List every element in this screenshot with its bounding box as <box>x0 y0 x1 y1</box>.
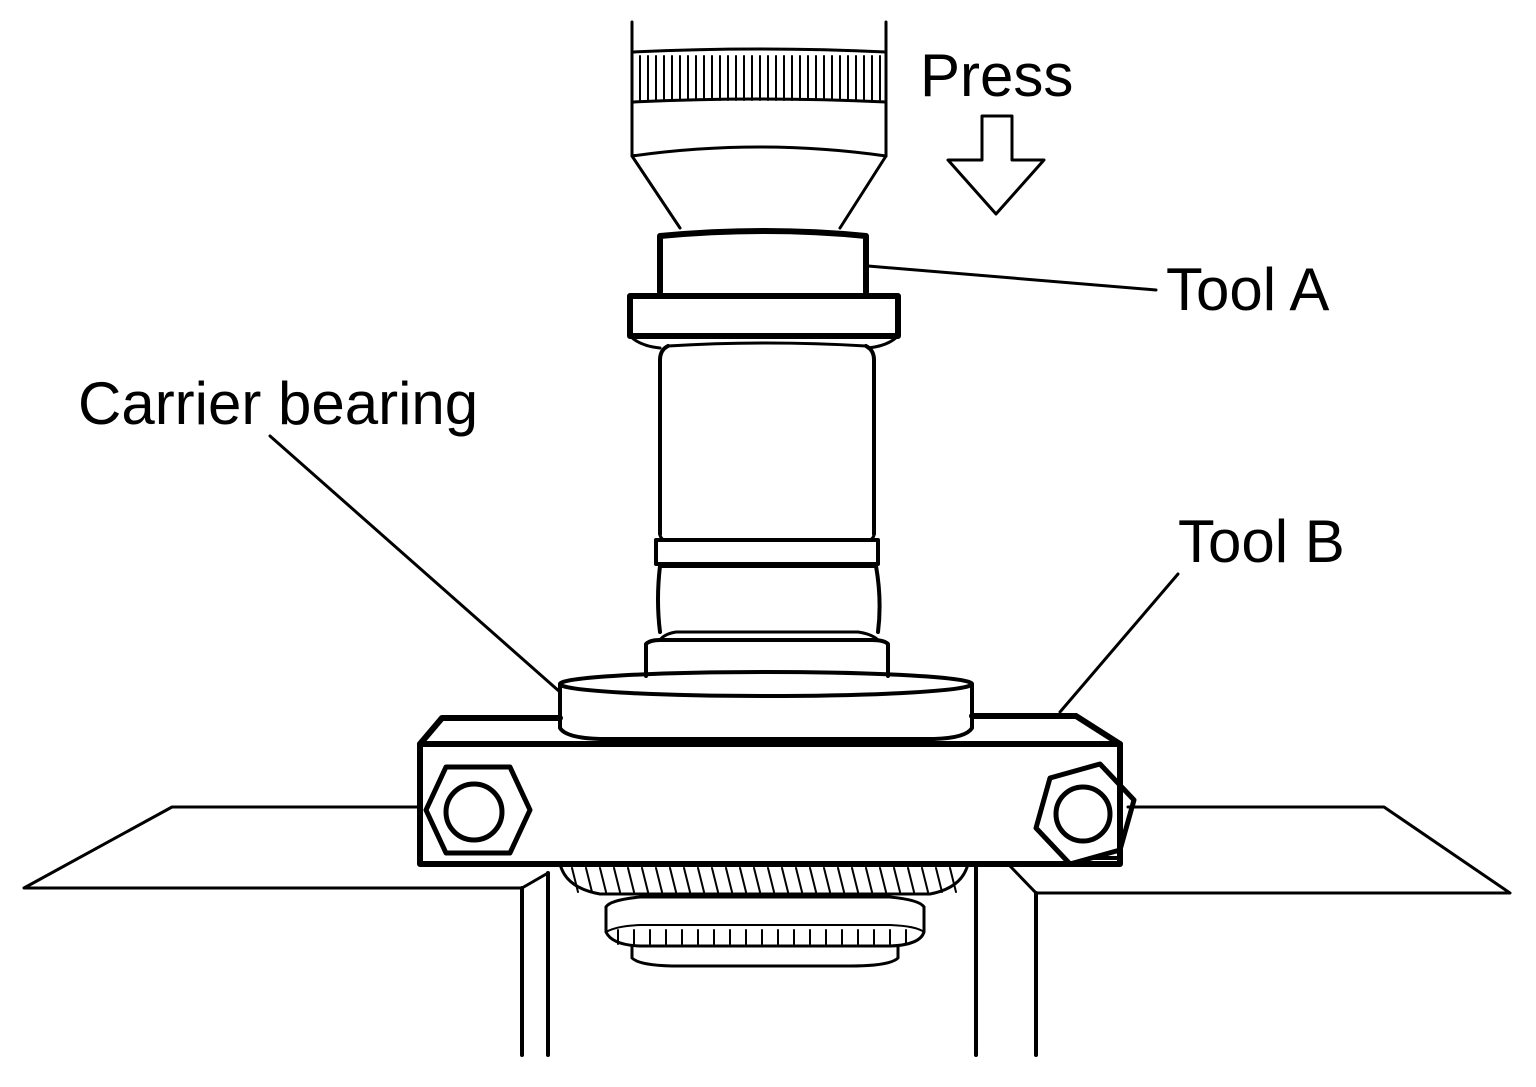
gear-tooth-line <box>921 867 929 893</box>
gear-tooth-line <box>837 867 845 893</box>
tool-a-label: Tool A <box>1166 256 1329 323</box>
gear-tooth-line <box>725 867 733 893</box>
tool-b-label: Tool B <box>1178 508 1345 575</box>
press-ram <box>630 20 888 230</box>
gear-tooth-line <box>949 867 957 893</box>
tool-b-leader <box>1058 572 1180 714</box>
tool-a <box>627 228 901 678</box>
gear-tooth-line <box>613 867 621 893</box>
gear-tooth-line <box>669 867 677 893</box>
gear-tooth-line <box>907 867 915 893</box>
gear-tooth-line <box>655 867 663 893</box>
gear-tooth-line <box>893 867 901 893</box>
left-bolt <box>423 764 533 856</box>
ring-gear <box>558 862 970 896</box>
gear-tooth-line <box>641 867 649 893</box>
gear-tooth-line <box>599 867 607 893</box>
gear-tooth-line <box>809 867 817 893</box>
press-label: Press <box>920 42 1073 109</box>
gear-tooth-line <box>585 867 593 893</box>
gear-tooth-line <box>781 867 789 893</box>
right-bolt <box>1033 761 1137 867</box>
tool-b <box>417 713 1137 867</box>
gear-tooth-line <box>711 867 719 893</box>
gear-tooth-line <box>739 867 747 893</box>
gear-tooth-line <box>683 867 691 893</box>
carrier-bearing-label: Carrier bearing <box>78 370 478 437</box>
tool-a-leader <box>866 264 1158 292</box>
leader-lines <box>268 264 1180 714</box>
gear-tooth-line <box>627 867 635 893</box>
gear-tooth-line <box>697 867 705 893</box>
gear-tooth-line <box>823 867 831 893</box>
press-bed <box>22 805 1512 1057</box>
side-gear-disc <box>604 895 926 968</box>
gear-tooth-line <box>865 867 873 893</box>
carrier-bearing <box>558 670 974 741</box>
gear-tooth-line <box>571 867 579 893</box>
gear-tooth-line <box>795 867 803 893</box>
carrier-bearing-leader <box>268 434 562 694</box>
down-arrow-icon <box>946 114 1046 216</box>
gear-tooth-line <box>851 867 859 893</box>
gear-tooth-line <box>753 867 761 893</box>
gear-tooth-line <box>935 867 943 893</box>
gear-tooth-line <box>767 867 775 893</box>
gear-tooth-line <box>879 867 887 893</box>
